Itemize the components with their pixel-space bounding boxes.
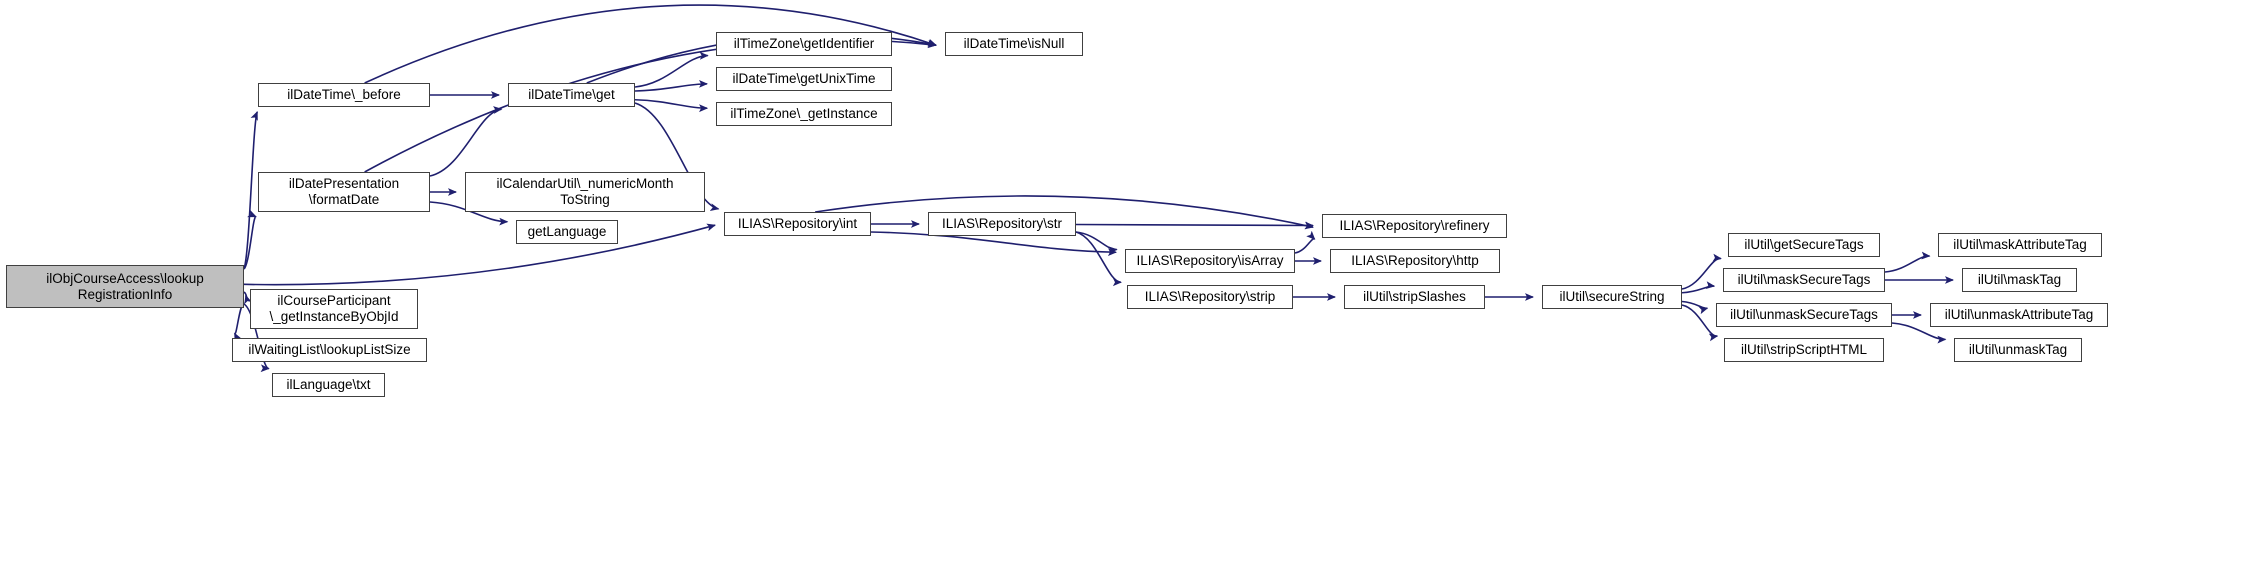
- graph-node-label: ILIAS\Repository\str: [941, 216, 1063, 232]
- graph-edge-repoIsArray-to-repoRefinery: [1294, 230, 1316, 254]
- graph-node-label: ilUtil\maskSecureTags: [1737, 272, 1871, 288]
- graph-node-label: ILIAS\Repository\isArray: [1136, 253, 1284, 269]
- graph-node-getLanguage[interactable]: getLanguage: [516, 220, 618, 244]
- graph-node-label: ilUtil\unmaskTag: [1968, 342, 2068, 358]
- graph-edge-formatDate-to-get: [429, 106, 503, 177]
- graph-node-repoHttp[interactable]: ILIAS\Repository\http: [1330, 249, 1500, 273]
- graph-node-label: ILIAS\Repository\refinery: [1339, 218, 1490, 234]
- graph-node-label: ilDatePresentation \formatDate: [288, 176, 400, 207]
- graph-edge-root-to-repoInt: [243, 223, 716, 286]
- graph-node-label: ilUtil\stripScriptHTML: [1740, 342, 1867, 358]
- graph-node-waitingList[interactable]: ilWaitingList\lookupListSize: [232, 338, 427, 362]
- graph-node-label: ilUtil\secureString: [1559, 289, 1665, 305]
- graph-node-label: ilUtil\stripSlashes: [1363, 289, 1466, 305]
- graph-node-label: ilCourseParticipant \_getInstanceByObjId: [269, 293, 399, 324]
- graph-node-label: ilLanguage\txt: [286, 377, 371, 393]
- graph-node-label: ilDateTime\getUnixTime: [732, 71, 876, 87]
- graph-node-root[interactable]: ilObjCourseAccess\lookup RegistrationInf…: [6, 265, 244, 308]
- graph-node-label: ILIAS\Repository\int: [737, 216, 858, 232]
- graph-node-label: ilDateTime\_before: [287, 87, 401, 103]
- graph-edge-secureString-to-maskSecureTags: [1681, 281, 1716, 294]
- graph-node-label: ilUtil\maskAttributeTag: [1953, 237, 2087, 253]
- graph-node-secureString[interactable]: ilUtil\secureString: [1542, 285, 1682, 309]
- graph-node-stripSlashes[interactable]: ilUtil\stripSlashes: [1344, 285, 1485, 309]
- graph-node-maskSecureTags[interactable]: ilUtil\maskSecureTags: [1723, 268, 1885, 292]
- graph-node-unmaskSecureTags[interactable]: ilUtil\unmaskSecureTags: [1716, 303, 1892, 327]
- graph-edge-get-to-getIdentifier: [634, 51, 709, 88]
- graph-node-courseParticipant[interactable]: ilCourseParticipant \_getInstanceByObjId: [250, 289, 418, 329]
- graph-edge-get-to-getUnixTime: [634, 80, 709, 92]
- graph-edge-secureString-to-getSecureTags: [1681, 253, 1722, 290]
- graph-node-repoRefinery[interactable]: ILIAS\Repository\refinery: [1322, 214, 1507, 238]
- graph-node-label: getLanguage: [527, 224, 607, 240]
- graph-node-label: ILIAS\Repository\http: [1351, 253, 1479, 269]
- graph-node-getUnixTime[interactable]: ilDateTime\getUnixTime: [716, 67, 892, 91]
- graph-node-label: ilUtil\getSecureTags: [1744, 237, 1864, 253]
- graph-node-maskAttributeTag[interactable]: ilUtil\maskAttributeTag: [1938, 233, 2102, 257]
- graph-node-getIdentifier[interactable]: ilTimeZone\getIdentifier: [716, 32, 892, 56]
- graph-node-label: ilTimeZone\_getInstance: [730, 106, 878, 122]
- graph-edge-repoStr-to-repoIsArray: [1075, 231, 1118, 255]
- graph-node-label: ilDateTime\isNull: [963, 36, 1065, 52]
- graph-edge-root-to-before: [243, 111, 259, 270]
- graph-node-label: ilTimeZone\getIdentifier: [733, 36, 875, 52]
- graph-node-formatDate[interactable]: ilDatePresentation \formatDate: [258, 172, 430, 212]
- graph-edge-root-to-formatDate: [243, 210, 257, 270]
- graph-node-unmaskTag[interactable]: ilUtil\unmaskTag: [1954, 338, 2082, 362]
- graph-node-label: ilObjCourseAccess\lookup RegistrationInf…: [46, 270, 204, 302]
- graph-node-repoIsArray[interactable]: ILIAS\Repository\isArray: [1125, 249, 1295, 273]
- graph-edge-maskSecureTags-to-maskAttributeTag: [1884, 251, 1931, 273]
- graph-node-numericMonth[interactable]: ilCalendarUtil\_numericMonth ToString: [465, 172, 705, 212]
- graph-node-label: ilUtil\unmaskSecureTags: [1730, 307, 1878, 323]
- graph-node-isNull[interactable]: ilDateTime\isNull: [945, 32, 1083, 56]
- graph-node-langTxt[interactable]: ilLanguage\txt: [272, 373, 385, 397]
- graph-edge-secureString-to-unmaskSecureTags: [1681, 300, 1709, 315]
- graph-edge-repoStr-to-repoRefinery: [1075, 221, 1314, 230]
- graph-node-label: ILIAS\Repository\strip: [1144, 289, 1276, 305]
- graph-node-label: ilCalendarUtil\_numericMonth ToString: [496, 176, 674, 207]
- graph-node-stripScriptHTML[interactable]: ilUtil\stripScriptHTML: [1724, 338, 1884, 362]
- graph-node-label: ilUtil\unmaskAttributeTag: [1944, 307, 2094, 323]
- graph-node-maskTag[interactable]: ilUtil\maskTag: [1962, 268, 2077, 292]
- graph-node-repoStrip[interactable]: ILIAS\Repository\strip: [1127, 285, 1293, 309]
- graph-edge-repoStr-to-repoStrip: [1075, 231, 1122, 287]
- graph-node-get[interactable]: ilDateTime\get: [508, 83, 635, 107]
- graph-node-label: ilUtil\maskTag: [1977, 272, 2062, 288]
- graph-edge-get-to-getInstanceTz: [634, 98, 709, 113]
- graph-node-getSecureTags[interactable]: ilUtil\getSecureTags: [1728, 233, 1880, 257]
- graph-node-unmaskAttributeTag[interactable]: ilUtil\unmaskAttributeTag: [1930, 303, 2108, 327]
- graph-node-label: ilDateTime\get: [528, 87, 615, 103]
- graph-edge-secureString-to-stripScriptHTML: [1681, 304, 1719, 342]
- graph-node-before[interactable]: ilDateTime\_before: [258, 83, 430, 107]
- graph-node-repoStr[interactable]: ILIAS\Repository\str: [928, 212, 1076, 236]
- graph-node-label: ilWaitingList\lookupListSize: [248, 342, 411, 358]
- graph-node-getInstanceTz[interactable]: ilTimeZone\_getInstance: [716, 102, 892, 126]
- graph-edge-root-to-courseParticipant: [243, 291, 252, 305]
- graph-node-repoInt[interactable]: ILIAS\Repository\int: [724, 212, 871, 236]
